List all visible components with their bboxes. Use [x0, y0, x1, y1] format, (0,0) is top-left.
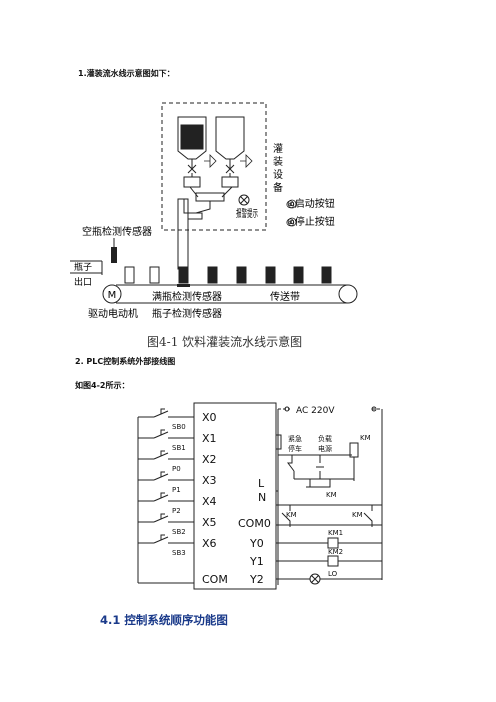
input-sb1: SB1 — [172, 444, 186, 452]
conveyor-label: 传送带 — [270, 290, 300, 303]
alarm-label: 报警提示 — [236, 207, 258, 220]
km-left-label: KM — [286, 511, 297, 519]
motor-symbol: M — [108, 290, 117, 301]
alarm-icon — [238, 194, 250, 206]
plc-l: L — [258, 477, 265, 490]
empty-sensor-label: 空瓶检测传感器 — [82, 225, 152, 238]
output-circuit — [275, 406, 383, 585]
section2-intro: 如图4-2所示： — [75, 381, 130, 390]
input-switch — [138, 515, 194, 523]
km-right-label: KM — [352, 511, 363, 519]
plc-x2: X2 — [202, 453, 217, 466]
input-p2: P2 — [172, 507, 181, 515]
input-switch — [138, 431, 194, 439]
plc-box — [193, 402, 277, 590]
plc-x0: X0 — [202, 411, 217, 424]
km-contact-label: KM — [326, 491, 337, 499]
load-label-bottom: 电源 — [318, 444, 332, 453]
stop-button-label: ◎停止按钮 — [286, 215, 335, 228]
switch-actuator — [160, 492, 165, 498]
start-button-label: ◎启动按钮 — [286, 197, 335, 210]
bottle-exit-label-top: 瓶子 — [74, 261, 92, 273]
drive-motor-label: 驱动电动机 — [88, 307, 138, 320]
section3-heading: 4.1 控制系统顺序功能图 — [100, 613, 228, 627]
switch-actuator — [160, 429, 165, 435]
switch-actuator — [160, 450, 165, 456]
conveyor-belt — [116, 284, 358, 304]
input-switch — [138, 410, 194, 418]
plc-x6: X6 — [202, 537, 217, 550]
switch-actuator — [160, 471, 165, 477]
load-label-top: 负载 — [318, 434, 332, 443]
switch-actuator — [160, 408, 165, 414]
input-sb3: SB3 — [172, 549, 186, 557]
plc-com: COM — [202, 573, 228, 586]
switch-actuator — [160, 513, 165, 519]
filling-equipment-box — [161, 102, 267, 231]
plc-y1: Y1 — [249, 555, 264, 568]
bottle-exit-label-bottom: 出口 — [74, 276, 92, 288]
full-sensor-label: 满瓶检测传感器 — [152, 290, 222, 303]
plc-y0: Y0 — [249, 537, 264, 550]
empty-bottle-sensor — [111, 247, 117, 263]
plc-wiring-diagram: X0 X1 X2 X3 X4 X5 X6 COM L N COM0 Y0 Y1 … — [137, 402, 383, 590]
switch-actuator — [160, 534, 165, 540]
section2-heading: 2. PLC控制系统外部接线图 — [75, 357, 176, 366]
input-p1: P1 — [172, 486, 181, 494]
plc-y2: Y2 — [249, 573, 264, 586]
emergency-label-top: 紧急 — [288, 434, 302, 443]
stop-button-icon — [287, 217, 297, 227]
tank-left — [177, 116, 207, 177]
input-switch — [138, 536, 194, 544]
plc-x5: X5 — [202, 516, 217, 529]
bottles — [124, 266, 332, 284]
plc-x3: X3 — [202, 474, 217, 487]
tank-right — [215, 116, 245, 177]
bottle-sensor-label: 瓶子检测传感器 — [152, 307, 222, 320]
bottle-exit — [70, 260, 103, 275]
input-switch — [138, 494, 194, 502]
input-switches — [138, 408, 194, 544]
filling-line-diagram: M 灌装设备 报警提示 ◎启动按钮 ◎停止按钮 空瓶检测传感器 瓶子 出口 满瓶… — [70, 102, 358, 320]
section1-heading: 1.灌装流水线示意图如下： — [78, 69, 175, 78]
km1-label: KM1 — [328, 529, 343, 537]
supply-label: AC 220V — [296, 406, 335, 416]
emergency-label-bottom: 停车 — [288, 444, 302, 453]
plc-x4: X4 — [202, 495, 217, 508]
input-sb0: SB0 — [172, 423, 186, 431]
plc-x1: X1 — [202, 432, 217, 445]
km-coil-label: KM — [360, 434, 371, 442]
input-p0: P0 — [172, 465, 181, 473]
input-sb2: SB2 — [172, 528, 186, 536]
input-switch — [138, 473, 194, 481]
km2-label: KM2 — [328, 548, 343, 556]
start-button-icon — [287, 199, 297, 209]
filling-equipment-label: 灌装设备 — [271, 143, 283, 195]
drive-motor-icon — [102, 284, 122, 304]
plc-n: N — [258, 491, 266, 504]
input-switch — [138, 452, 194, 460]
plc-com0: COM0 — [238, 517, 271, 530]
figure1-caption: 图4-1 饮料灌装流水线示意图 — [147, 335, 303, 349]
lamp-label: LO — [328, 570, 338, 578]
